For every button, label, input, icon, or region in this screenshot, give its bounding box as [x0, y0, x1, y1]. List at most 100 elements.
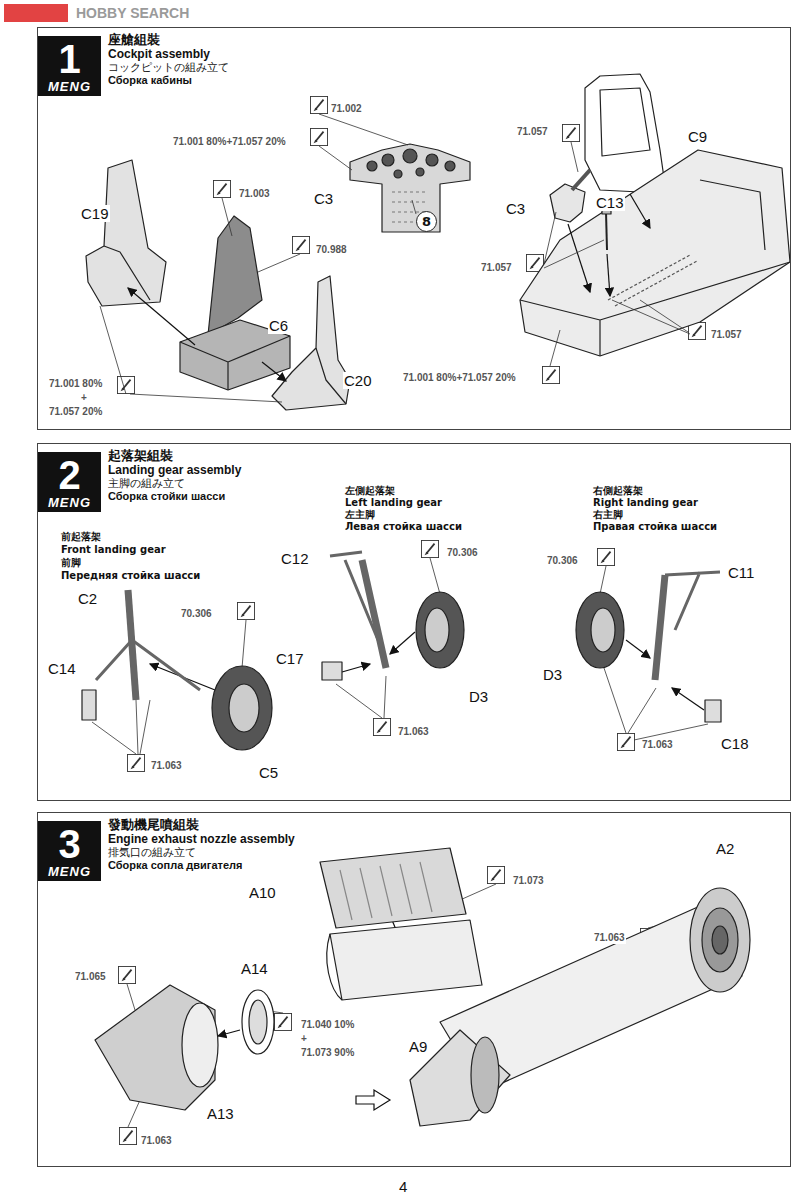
cockpit-parts — [350, 144, 470, 232]
part-number: D3 — [542, 666, 563, 683]
sub-heading: 左側起落架 — [344, 485, 396, 497]
paint-code: 71.057 20% — [48, 406, 103, 418]
part-number: C6 — [268, 317, 289, 334]
landing-gear — [322, 662, 342, 680]
leader-line — [128, 1100, 140, 1127]
cockpit-parts — [520, 150, 790, 356]
cockpit-parts — [180, 336, 290, 390]
sub-heading: 右主脚 — [592, 509, 624, 521]
landing-gear — [82, 690, 96, 720]
assembly-arrow — [630, 194, 650, 228]
paint-code: 71.057 — [516, 126, 549, 138]
sub-heading: Передняя стойка шасси — [60, 570, 201, 582]
brand-mark: MENG — [48, 496, 91, 510]
step-title-group: 起落架組裝Landing gear assembly主脚の組み立てСборка … — [108, 448, 241, 503]
landing-gear — [330, 552, 378, 640]
step-title: Cockpit assembly — [108, 47, 229, 61]
cockpit-parts — [445, 161, 455, 171]
assembly-arrow — [128, 288, 195, 345]
step-number: 2 — [58, 454, 80, 496]
landing-gear — [96, 640, 200, 690]
leader-line — [412, 200, 416, 214]
paint-icon — [310, 96, 327, 113]
brand-mark: MENG — [48, 80, 91, 94]
paint-code: + — [300, 1033, 308, 1045]
cockpit-parts — [394, 170, 402, 178]
paint-icon — [274, 1013, 291, 1030]
leader-line — [460, 884, 496, 900]
exhaust-parts — [320, 848, 466, 928]
step-title: Сборка кабины — [108, 74, 229, 87]
cockpit-parts — [600, 88, 650, 156]
cockpit-parts — [316, 348, 346, 404]
part-number: A13 — [206, 1105, 235, 1122]
part-number: C13 — [595, 194, 625, 211]
part-number: C9 — [687, 128, 708, 145]
assembly-arrow — [607, 254, 610, 296]
watermark: HOBBY SEARCH — [75, 5, 190, 21]
assembly-arrow — [262, 362, 286, 381]
cockpit-parts — [86, 74, 790, 410]
assembly-arrow — [128, 194, 704, 1068]
part-number: D3 — [468, 688, 489, 705]
paint-icon — [292, 236, 309, 253]
sub-heading: Right landing gear — [592, 497, 699, 509]
sub-heading: Front landing gear — [60, 544, 167, 556]
paint-icon — [487, 866, 504, 883]
sub-heading: 右側起落架 — [592, 485, 644, 497]
assembly-arrow — [342, 664, 370, 672]
brand-mark: MENG — [48, 865, 91, 879]
leader-line — [612, 300, 690, 334]
step-title: 主脚の組み立て — [108, 477, 241, 490]
cockpit-parts — [86, 160, 166, 306]
leader-line — [242, 620, 246, 668]
cockpit-parts — [572, 170, 590, 190]
sub-heading: Правая стойка шасси — [592, 521, 718, 533]
paint-code: 71.063 — [641, 739, 674, 751]
exhaust-parts — [690, 888, 750, 992]
landing-gear — [655, 575, 665, 680]
leader-line — [222, 198, 232, 236]
landing-gear — [416, 592, 464, 668]
landing-gear — [229, 684, 259, 732]
cockpit-parts — [585, 74, 665, 192]
sub-heading: Left landing gear — [344, 497, 443, 509]
step-panel: 座艙組裝Cockpit assemblyコックピットの組み立てСборка ка… — [37, 27, 791, 430]
paint-icon — [617, 733, 634, 750]
step-title: Engine exhaust nozzle assembly — [108, 832, 295, 846]
paint-code: 70.988 — [315, 244, 348, 256]
step-title: Сборка сопла двигателя — [108, 859, 295, 872]
landing-gear — [362, 560, 386, 668]
paint-code: 71.057 — [480, 262, 513, 274]
paint-code: 71.063 — [140, 1135, 173, 1147]
paint-icon — [597, 548, 614, 565]
paint-code: 71.063 — [593, 932, 626, 944]
step-number: 1 — [58, 38, 80, 80]
sub-heading: Левая стойка шасси — [344, 521, 463, 533]
hollow-arrow — [356, 1090, 390, 1110]
paint-code: 70.306 — [180, 608, 213, 620]
paint-icon — [562, 124, 579, 141]
paint-icon — [421, 540, 438, 557]
paint-code: 71.063 — [397, 726, 430, 738]
paint-code: 71.001 80%+71.057 20% — [172, 136, 287, 148]
paint-code: 71.002 — [330, 103, 363, 115]
decal-callout: 8 — [416, 211, 437, 232]
step-number-block: 1MENG — [38, 36, 101, 96]
cockpit-parts — [104, 246, 150, 300]
watermark-logo — [4, 4, 68, 22]
step-title: 起落架組裝 — [108, 448, 241, 463]
assembly-arrow — [568, 224, 590, 292]
landing-gear — [576, 592, 624, 668]
step-title: 座艙組裝 — [108, 32, 229, 47]
exhaust-parts — [95, 848, 750, 1126]
part-number: C2 — [77, 590, 98, 607]
step-title: 排気口の組み立て — [108, 846, 295, 859]
cockpit-parts — [416, 168, 424, 176]
paint-code: 70.306 — [546, 555, 579, 567]
paint-code: 71.001 80% — [48, 378, 103, 390]
cockpit-parts — [272, 276, 350, 410]
part-number: A10 — [248, 884, 277, 901]
landing-gear — [425, 608, 449, 652]
